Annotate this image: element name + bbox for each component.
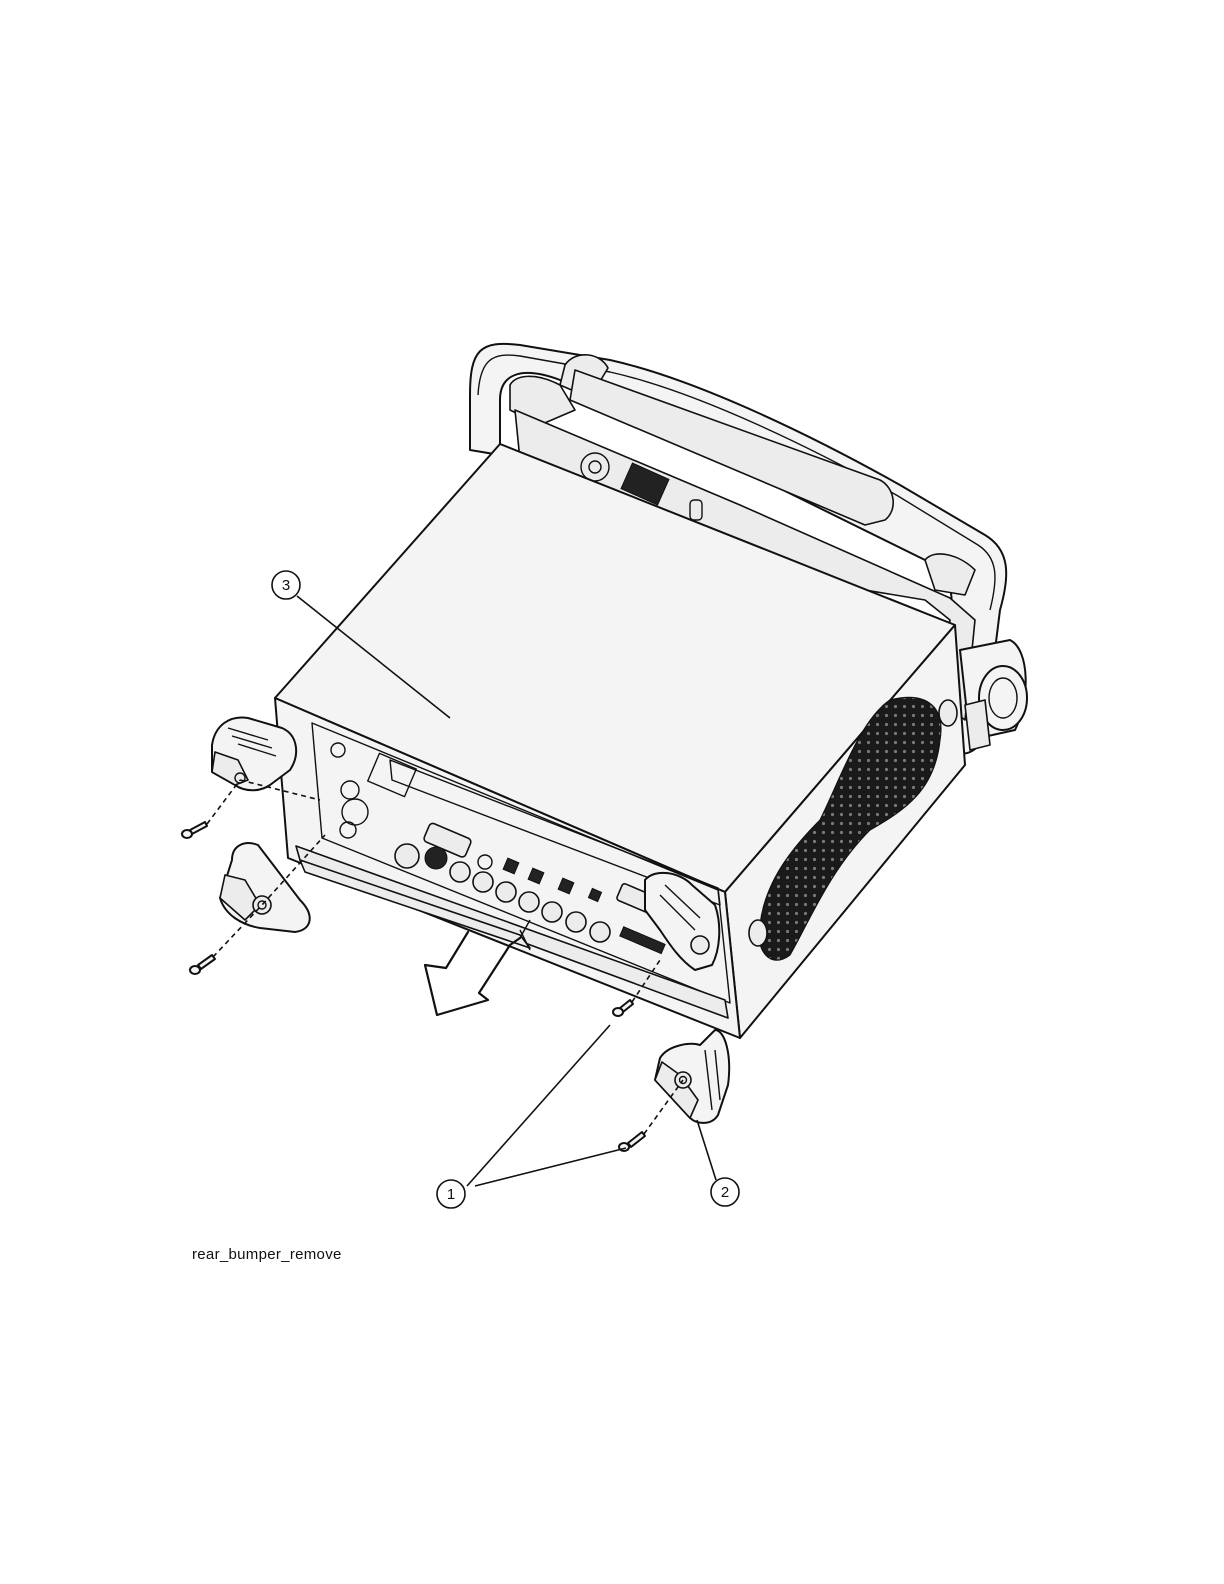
screw-upper-left bbox=[182, 822, 207, 838]
screw-middle bbox=[613, 1000, 633, 1016]
screw-lower-left bbox=[190, 955, 215, 974]
callout-1-label: 1 bbox=[447, 1186, 455, 1203]
callout-1: 1 bbox=[437, 1180, 465, 1208]
instrument-chassis bbox=[275, 444, 965, 1038]
callout-2: 2 bbox=[711, 1178, 739, 1206]
callout-3: 3 bbox=[272, 571, 300, 599]
figure-caption: rear_bumper_remove bbox=[192, 1246, 342, 1263]
callout-3-label: 3 bbox=[282, 577, 290, 594]
rear-bumper-lower-right bbox=[655, 1030, 729, 1123]
callout-2-label: 2 bbox=[721, 1184, 729, 1201]
